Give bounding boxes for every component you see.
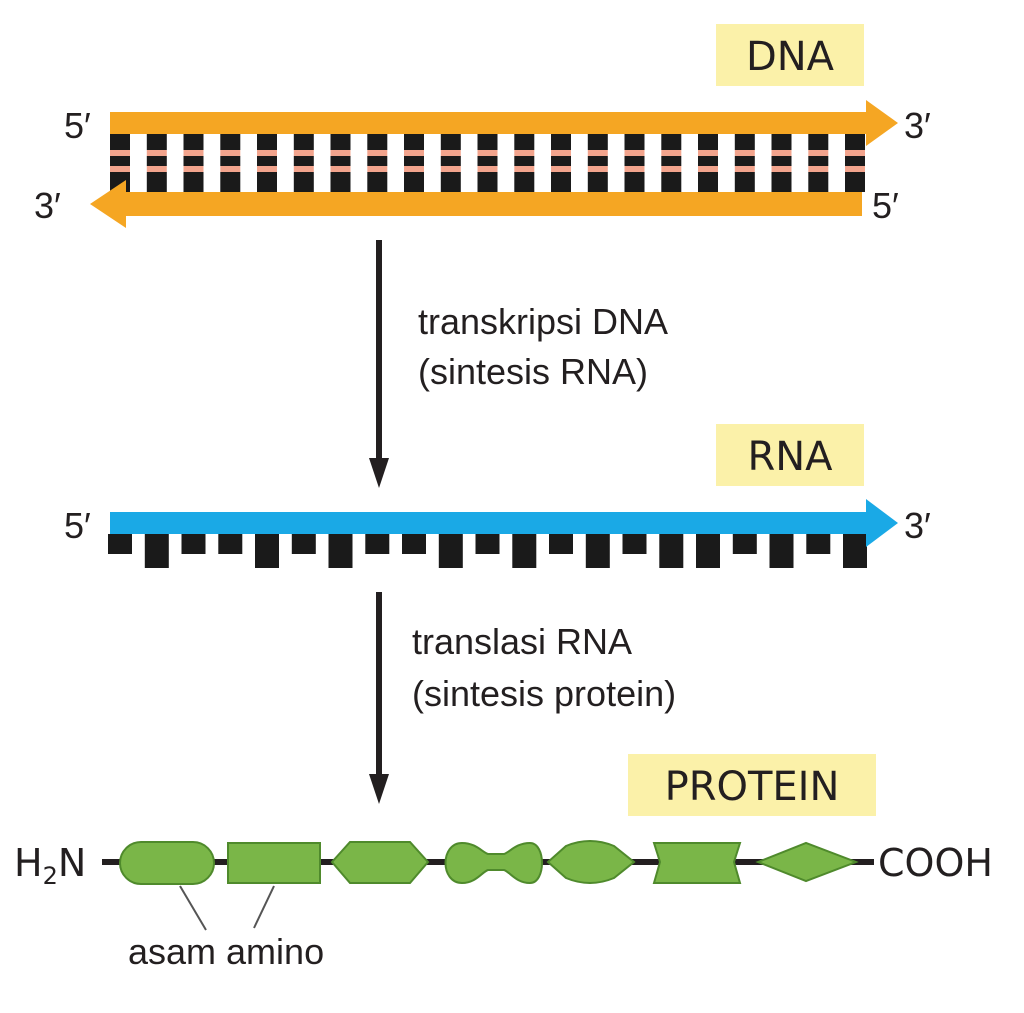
amino-acid [652, 842, 742, 884]
dna-base-pair [477, 132, 498, 192]
rna-tag: RNA [747, 434, 833, 480]
dna-base-pair [404, 132, 424, 192]
rna-base [438, 534, 463, 568]
dna-base-pair [698, 132, 718, 192]
rna-base [732, 534, 757, 554]
rna-base [291, 534, 316, 554]
dna-base-pair [661, 132, 682, 192]
dna-base-pair [110, 132, 130, 192]
dna-base-pair [771, 132, 792, 192]
dna-top-strand [110, 100, 898, 146]
amino-acid-label: asam amino [128, 931, 324, 972]
dna-section: DNA 5′ 3′ 3′ 5′ [34, 24, 931, 228]
dna-top-5prime: 5′ [64, 105, 91, 146]
translation-arrow: translasi RNA (sintesis protein) [369, 592, 676, 804]
translation-arrow-head [369, 774, 389, 804]
transcription-arrow-head [369, 458, 389, 488]
rna-base [585, 534, 610, 568]
rna-tag-background [716, 424, 864, 486]
amino-acid [546, 840, 636, 884]
rna-base [108, 534, 132, 554]
rna-base [622, 534, 647, 554]
dna-top-3prime: 3′ [904, 105, 931, 146]
amino-pointer-line [179, 885, 207, 931]
dna-base-pair [330, 132, 351, 192]
dna-base-pair [293, 132, 314, 192]
dna-base-pair [220, 132, 241, 192]
dna-base-pair [440, 132, 461, 192]
rna-base [144, 534, 169, 568]
rna-base [843, 534, 867, 568]
c-terminus: COOH [878, 841, 993, 885]
dna-base-pair [367, 132, 388, 192]
rna-base [512, 534, 537, 568]
rna-base [696, 534, 720, 568]
protein-section: PROTEIN H2N COOH asam amino [14, 754, 993, 972]
amino-pointer-line [253, 885, 275, 929]
rna-base [549, 534, 573, 554]
transcription-sublabel: (sintesis RNA) [418, 351, 648, 392]
rna-base [255, 534, 279, 568]
rna-base [806, 534, 831, 554]
translation-label: translasi RNA [412, 621, 632, 662]
protein-tag: PROTEIN [665, 764, 840, 810]
amino-acid [119, 841, 215, 885]
rna-base [402, 534, 426, 554]
transcription-label: transkripsi DNA [418, 301, 668, 342]
n-terminus: H2N [14, 841, 86, 890]
transcription-arrow: transkripsi DNA (sintesis RNA) [369, 240, 668, 488]
dna-base-pair [845, 132, 865, 192]
rna-base [769, 534, 794, 568]
rna-base [218, 534, 243, 554]
dna-base-pair [514, 132, 535, 192]
dna-base-pair [587, 132, 608, 192]
amino-acid [227, 842, 321, 884]
dna-base-pair [551, 132, 571, 192]
dna-base-pairs [110, 132, 865, 192]
rna-bases [108, 534, 867, 568]
rna-base [365, 534, 390, 554]
amino-acid [755, 841, 859, 883]
amino-acid-chain [119, 840, 859, 885]
amino-acid [444, 841, 543, 885]
rna-section: RNA 5′ 3′ [64, 424, 931, 568]
rna-base [659, 534, 684, 568]
dna-base-pair [257, 132, 277, 192]
rna-3prime: 3′ [904, 505, 931, 546]
dna-bottom-5prime: 5′ [872, 185, 899, 226]
rna-base [181, 534, 206, 554]
dna-base-pair [624, 132, 645, 192]
protein-tag-background [628, 754, 876, 816]
rna-strand [110, 499, 898, 547]
amino-acid [330, 841, 430, 884]
dna-bottom-3prime: 3′ [34, 185, 61, 226]
dna-base-pair [808, 132, 829, 192]
dna-base-pair [146, 132, 167, 192]
rna-base [328, 534, 353, 568]
dna-tag: DNA [746, 34, 835, 80]
translation-sublabel: (sintesis protein) [412, 673, 676, 714]
dna-bottom-strand [90, 180, 862, 228]
rna-base [475, 534, 500, 554]
rna-5prime: 5′ [64, 505, 91, 546]
dna-base-pair [734, 132, 755, 192]
dna-tag-background [716, 24, 864, 86]
dna-base-pair [183, 132, 204, 192]
